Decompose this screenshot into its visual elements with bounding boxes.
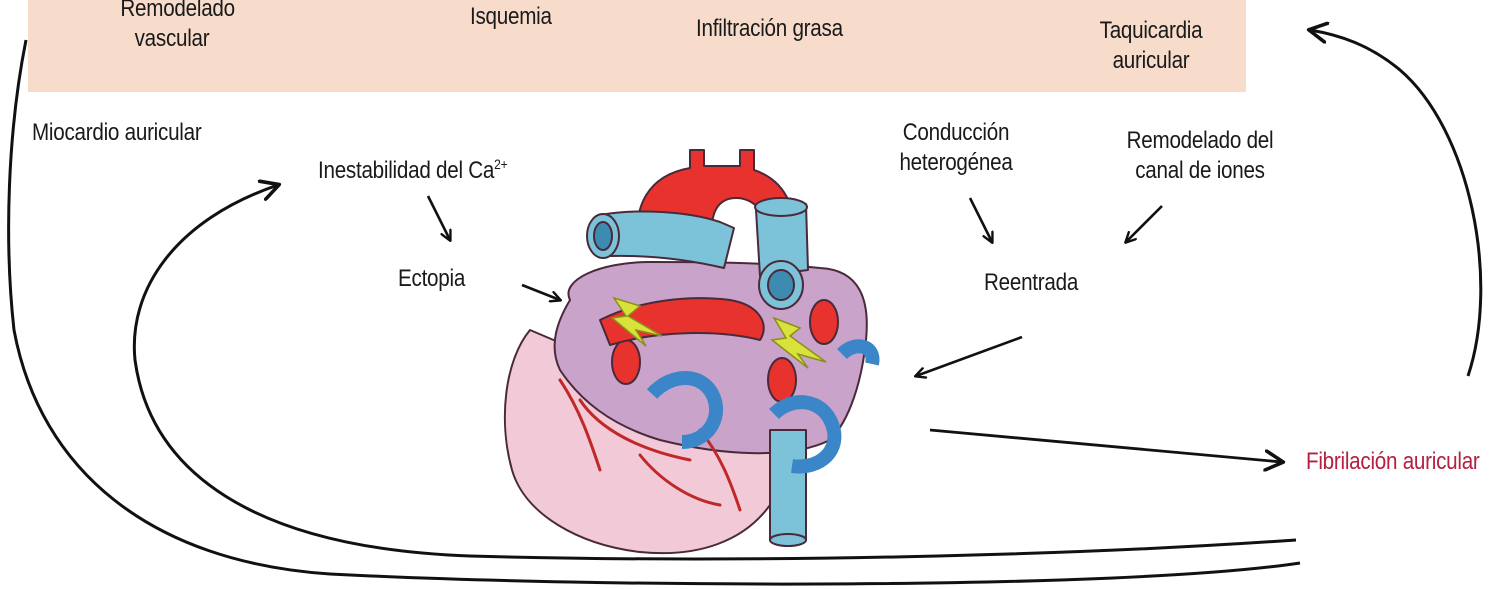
arrow-ectopy-to-heart — [522, 285, 560, 300]
arrow-ion-channel-to-reentry — [1126, 206, 1162, 242]
arrow-heart-to-fibrillation — [930, 430, 1282, 462]
arrow-reentry-to-heart — [916, 337, 1022, 376]
feedback-arrow-right — [1310, 30, 1481, 376]
arrow-calcium-to-ectopy — [428, 196, 450, 240]
arrow-conduction-to-reentry — [970, 198, 992, 242]
